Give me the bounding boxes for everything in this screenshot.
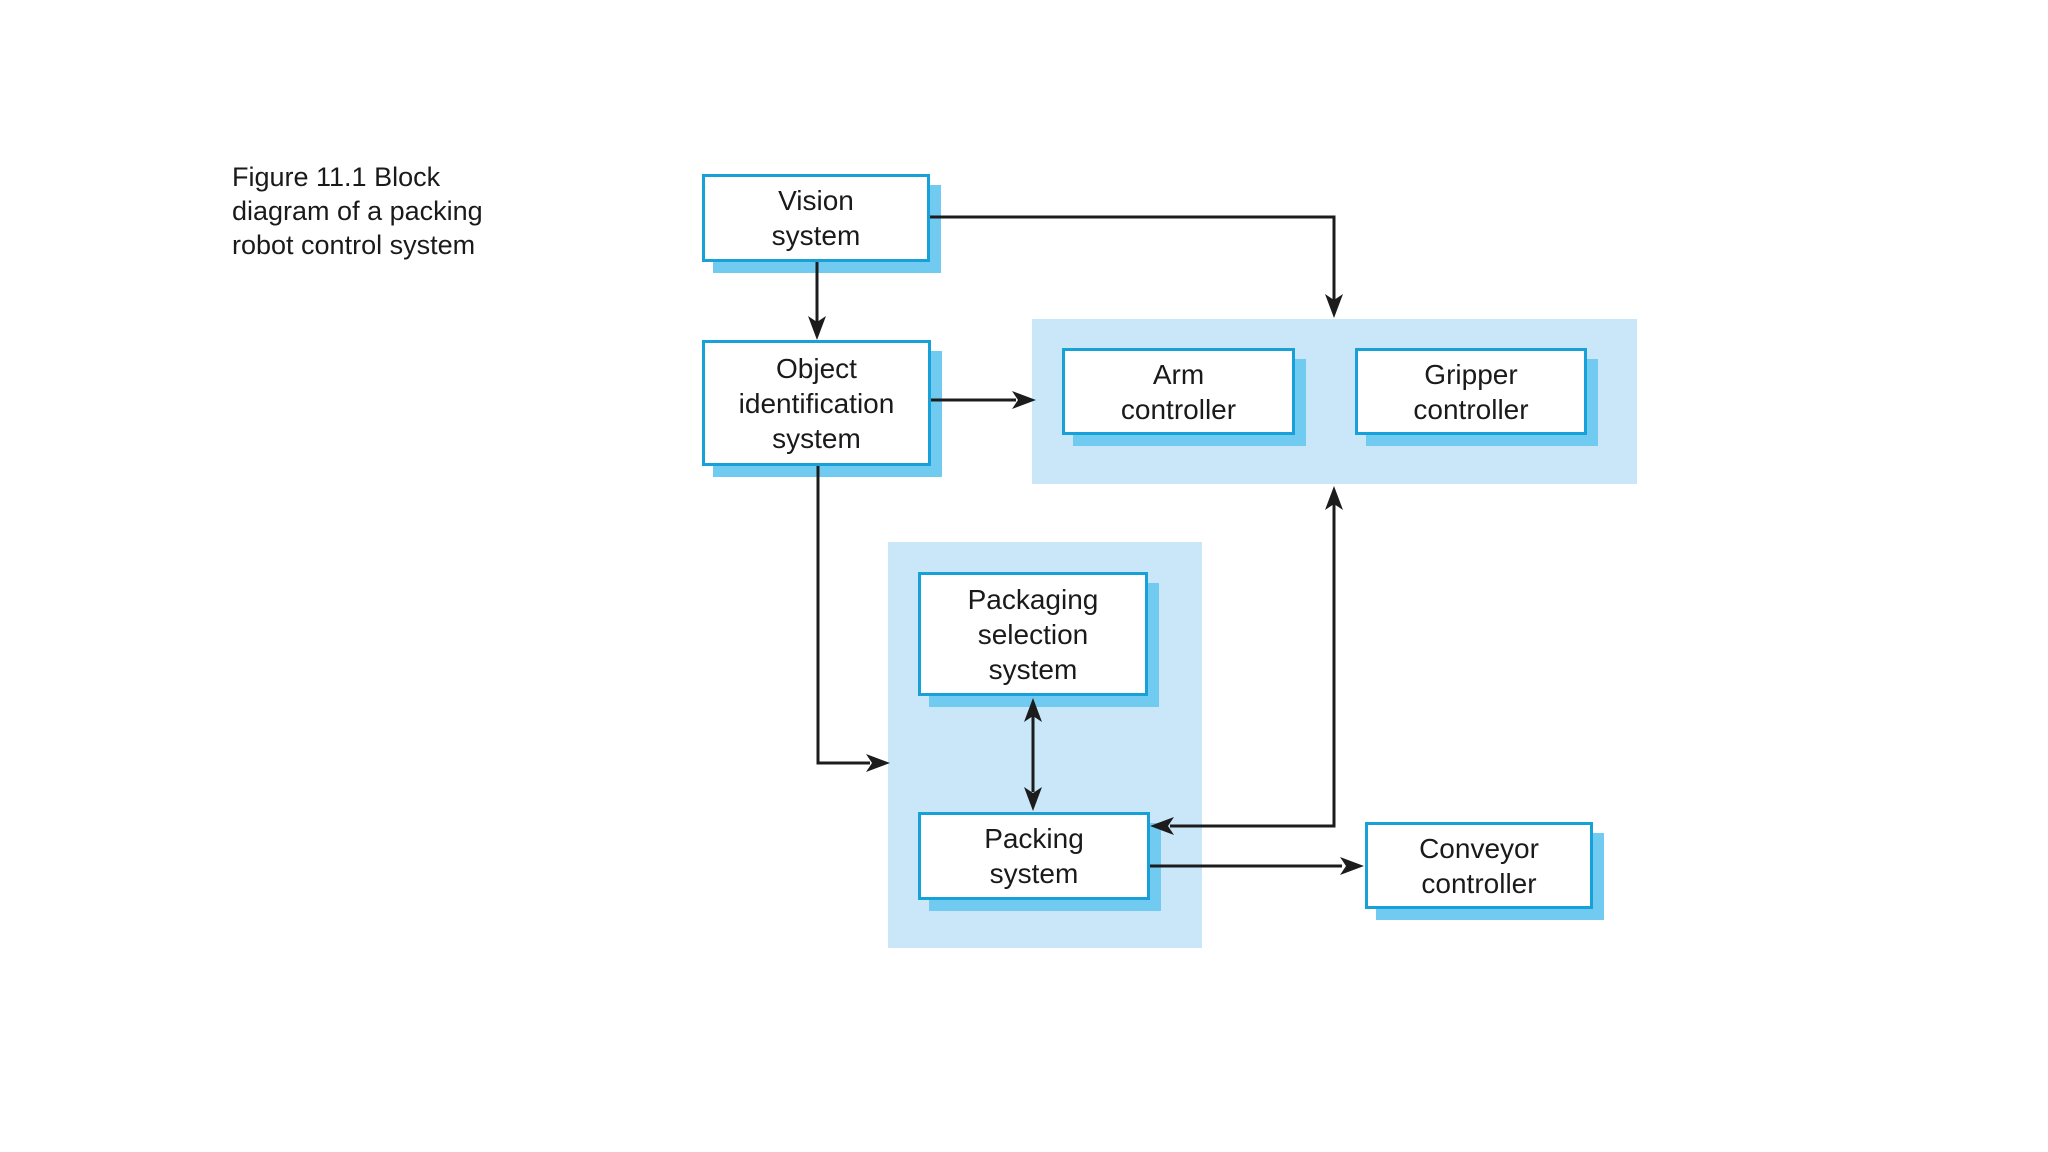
node-label: Packaging selection system [967,583,1099,685]
node-label: Arm controller [1120,358,1237,425]
node-arm-controller: Arm controller [1062,348,1295,435]
arrow-object-identification-to-controller-panel [931,391,1036,409]
node-label: Gripper controller [1413,358,1529,425]
figure-caption: Figure 11.1 Block diagram of a packing r… [232,162,483,260]
arrow-object-identification-to-packing-panel [816,466,890,772]
node-label: Object identification system [738,352,895,454]
node-label: Packing system [984,823,1084,889]
node-vision-system: Vision system [702,174,930,262]
node-label: Vision system [771,185,861,251]
node-label: Conveyor controller [1419,832,1539,899]
node-packing-system: Packing system [918,812,1150,900]
node-conveyor-controller: Conveyor controller [1365,822,1593,909]
node-packaging-selection-system: Packaging selection system [918,572,1148,696]
arrow-vision-to-controller-panel [930,215,1343,318]
arrow-vision-to-object-identification [808,262,826,340]
node-gripper-controller: Gripper controller [1355,348,1587,435]
node-object-identification-system: Object identification system [702,340,931,466]
